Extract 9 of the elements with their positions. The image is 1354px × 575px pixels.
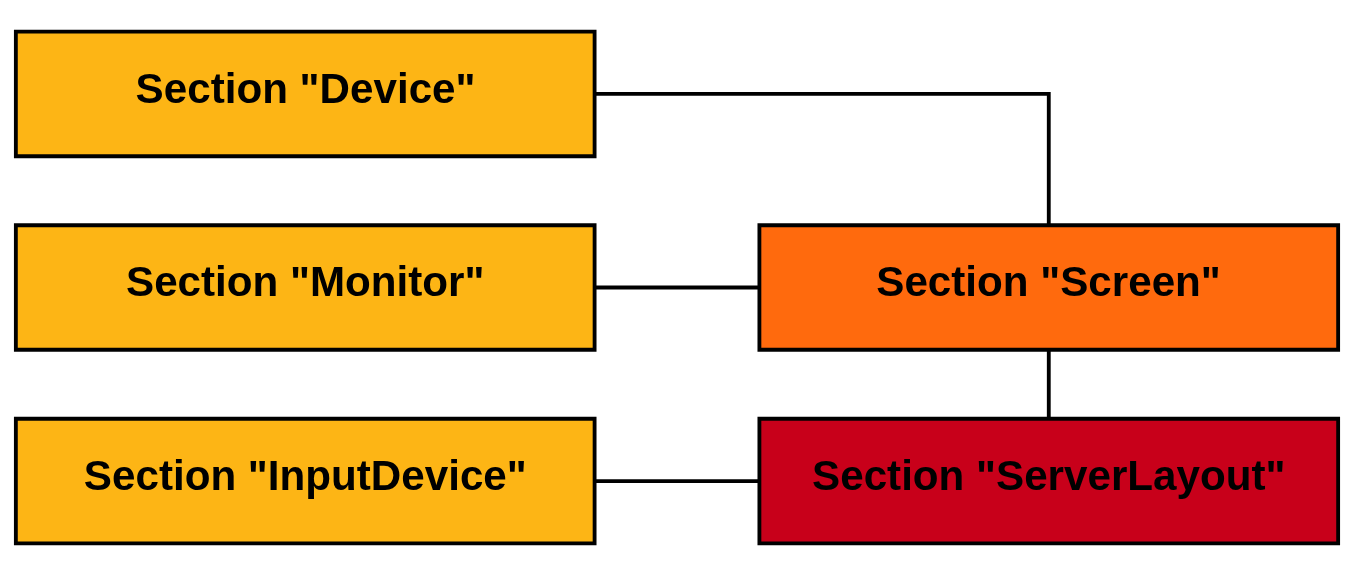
connector <box>594 92 1051 226</box>
connector <box>1046 349 1051 419</box>
node-box: Section "InputDevice" <box>13 416 597 546</box>
node-box: Section "ServerLayout" <box>757 416 1341 546</box>
node-box: Section "Monitor" <box>13 223 597 352</box>
node-box: Section "Device" <box>13 29 597 159</box>
connector <box>594 479 760 483</box>
connector <box>594 285 760 290</box>
node-box: Section "Screen" <box>757 223 1341 352</box>
